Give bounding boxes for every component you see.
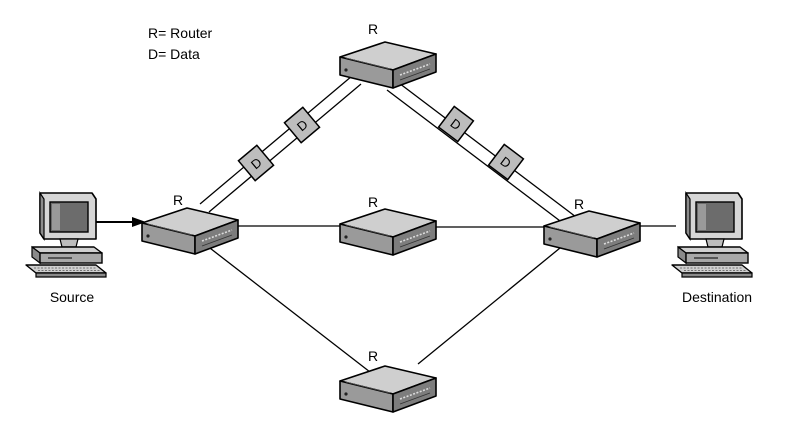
router-label: R xyxy=(368,194,378,210)
router-label: R xyxy=(368,21,378,37)
data-path-right xyxy=(386,79,581,231)
router-top: R xyxy=(339,21,437,89)
source-arrow xyxy=(96,217,146,227)
data-packet: D xyxy=(283,106,321,144)
legend-data: D= Data xyxy=(148,46,200,62)
link-source-to-bottom xyxy=(205,244,371,373)
data-packet: D xyxy=(237,144,275,182)
router-icon xyxy=(339,41,437,89)
legend-router: R= Router xyxy=(148,25,213,41)
data-path-left xyxy=(199,75,362,213)
router-bottom: R xyxy=(339,348,437,413)
router-icon xyxy=(339,365,437,413)
router-icon xyxy=(141,207,239,255)
data-packet: D xyxy=(487,143,525,181)
network-links xyxy=(205,225,676,373)
destination-label: Destination xyxy=(682,289,752,305)
data-packet: D xyxy=(437,105,475,143)
router-icon xyxy=(339,208,437,256)
router-label: R xyxy=(173,192,183,208)
source-computer: Source xyxy=(25,192,107,305)
destination-computer: Destination xyxy=(671,192,753,305)
router-destination-side: R xyxy=(543,196,641,258)
legend: R= Router D= Data xyxy=(148,25,213,62)
source-label: Source xyxy=(50,289,95,305)
router-label: R xyxy=(368,348,378,364)
router-middle: R xyxy=(339,194,437,256)
desktop-computer-icon xyxy=(671,192,753,278)
link-bottom-to-destination xyxy=(417,247,561,365)
router-label: R xyxy=(574,196,584,212)
desktop-computer-icon xyxy=(25,192,107,278)
router-source-side: R xyxy=(141,192,239,255)
